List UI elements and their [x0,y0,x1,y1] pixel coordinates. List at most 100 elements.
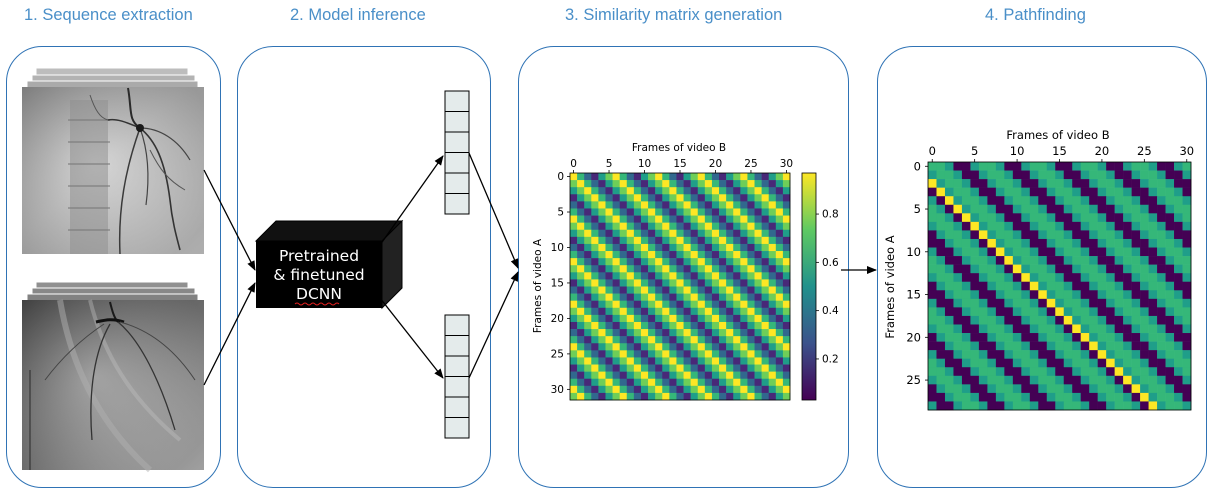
pathfinding-cell [1148,213,1158,223]
similarity-cell [704,194,713,202]
pathfinding-cell [1063,384,1073,394]
pathfinding-cell [1072,247,1082,257]
similarity-cell [612,258,620,266]
pathfinding-cell [953,341,963,351]
pathfinding-cell [1080,333,1090,342]
pathfinding-cell [1046,230,1056,240]
similarity-cell [648,293,656,301]
similarity-cell [761,307,770,316]
similarity-y-tick: 30 [551,384,564,396]
pathfinding-cell [1165,179,1175,188]
similarity-cell [577,307,585,316]
pathfinding-cell [953,358,963,368]
similarity-cell [754,180,762,188]
pathfinding-cell [970,247,980,257]
similarity-cell [754,336,762,344]
pathfinding-cell [978,187,988,197]
similarity-cell [704,229,713,238]
similarity-cell [704,258,713,266]
similarity-x-axis-label: Frames of video B [632,142,726,154]
similarity-cell [761,286,770,294]
similarity-cell [676,208,684,216]
similarity-cell [719,364,727,372]
pathfinding-cell [928,350,937,359]
pathfinding-cell [944,315,954,325]
pathfinding-cell [970,264,980,274]
similarity-cell [690,293,699,301]
pathfinding-cell [1021,238,1031,248]
similarity-cell [676,272,684,280]
pathfinding-cell [1148,196,1158,206]
pathfinding-cell [1140,281,1149,291]
similarity-cell [612,243,620,252]
similarity-cell [697,343,706,351]
similarity-cell [640,272,649,280]
pathfinding-cell [1072,221,1082,231]
similarity-cell [754,392,762,401]
similarity-cell [690,329,699,337]
similarity-cell [761,236,770,245]
similarity-cell [747,293,755,301]
similarity-cell [733,286,741,294]
similarity-cell [768,180,777,188]
pathfinding-cell [953,307,963,317]
similarity-cell [640,378,649,387]
pathfinding-cell [1072,324,1082,334]
similarity-cell [655,385,663,394]
pathfinding-cell [1080,187,1090,197]
pathfinding-cell [1174,179,1183,188]
pathfinding-cell [970,230,980,240]
similarity-cell [577,286,585,294]
similarity-cell [648,180,656,188]
similarity-cell [577,236,585,245]
similarity-cell [577,300,585,309]
pathfinding-cell [936,247,946,257]
similarity-cell [605,251,613,259]
similarity-cell [704,265,713,273]
pathfinding-cell [1182,341,1192,351]
pathfinding-cell [1021,315,1031,325]
pathfinding-cell [1114,170,1124,180]
similarity-cell [740,321,748,330]
pathfinding-cell [1097,221,1107,231]
pathfinding-cell [936,350,946,359]
pathfinding-cell [1182,238,1192,248]
pathfinding-cell [1029,315,1039,325]
similarity-cell [697,392,706,401]
pathfinding-cell [961,333,971,342]
similarity-cell [577,243,585,252]
similarity-cell [740,187,748,195]
similarity-cell [704,314,713,323]
pathfinding-cell [1080,290,1090,300]
similarity-x-tick: 15 [673,158,686,170]
pathfinding-cell [1029,162,1039,171]
similarity-cell [704,215,713,223]
pathfinding-cell [1157,358,1166,368]
pathfinding-cell [936,401,946,411]
similarity-cell [669,378,677,387]
similarity-cell [655,336,663,344]
similarity-cell [782,307,791,316]
similarity-cell [669,329,677,337]
similarity-colorbar: 0.20.40.60.8 [801,172,839,401]
pathfinding-cell [1012,290,1022,300]
pathfinding-cell [1004,290,1014,300]
pathfinding-cell [1072,375,1082,385]
pathfinding-cell [1080,358,1090,368]
pathfinding-cell [1157,170,1166,180]
similarity-cell [598,243,606,252]
similarity-cell [612,357,620,365]
pathfinding-cell [1106,401,1115,411]
pathfinding-cell [944,256,954,265]
similarity-cell [761,385,770,394]
pathfinding-cell [1114,298,1124,308]
pathfinding-y-axis-label: Frames of video A [883,235,897,338]
similarity-cell [591,392,599,401]
pathfinding-cell [1182,170,1192,180]
pathfinding-cell [1157,221,1166,231]
pathfinding-cell [1140,264,1149,274]
similarity-cell [633,300,642,309]
similarity-cell [726,378,734,387]
similarity-cell [726,265,734,273]
